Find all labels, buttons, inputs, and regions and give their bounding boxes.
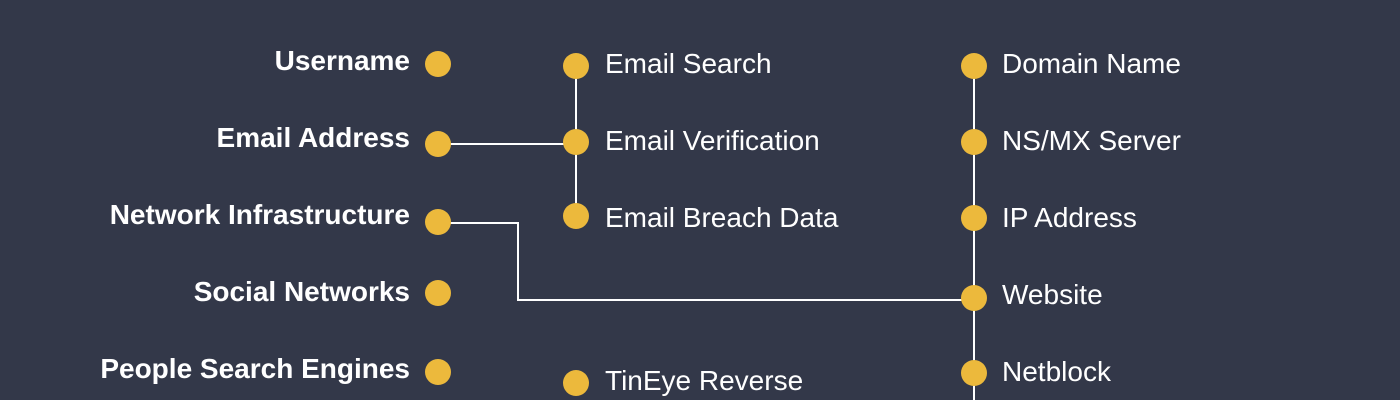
node-netblock: [961, 360, 987, 386]
label-network-infrastructure: Network Infrastructure: [109, 199, 410, 230]
label-domain-name: Domain Name: [1002, 48, 1181, 79]
label-website: Website: [1002, 279, 1103, 310]
label-email-verification: Email Verification: [605, 125, 820, 156]
node-email-breach-data: [563, 203, 589, 229]
node-website: [961, 285, 987, 311]
node-email-verification: [563, 129, 589, 155]
label-social-networks: Social Networks: [193, 276, 410, 307]
node-username: [425, 51, 451, 77]
node-network-infrastructure: [425, 209, 451, 235]
label-email-address: Email Address: [216, 122, 410, 153]
label-username: Username: [274, 45, 410, 76]
node-email-address: [425, 131, 451, 157]
node-tineye-reverse: [563, 370, 589, 396]
node-domain-name: [961, 53, 987, 79]
label-people-search-engines: People Search Engines: [100, 353, 410, 384]
label-tineye-reverse: TinEye Reverse: [605, 365, 804, 396]
connector-network-infrastructure-to-website: [438, 222, 974, 301]
label-ip-address: IP Address: [1002, 202, 1137, 233]
label-email-breach-data: Email Breach Data: [605, 202, 839, 233]
label-email-search: Email Search: [605, 48, 772, 79]
node-ns-mx-server: [961, 129, 987, 155]
node-ip-address: [961, 205, 987, 231]
node-social-networks: [425, 280, 451, 306]
node-people-search-engines: [425, 359, 451, 385]
label-netblock: Netblock: [1002, 356, 1111, 387]
node-email-search: [563, 53, 589, 79]
label-ns-mx-server: NS/MX Server: [1002, 125, 1181, 156]
